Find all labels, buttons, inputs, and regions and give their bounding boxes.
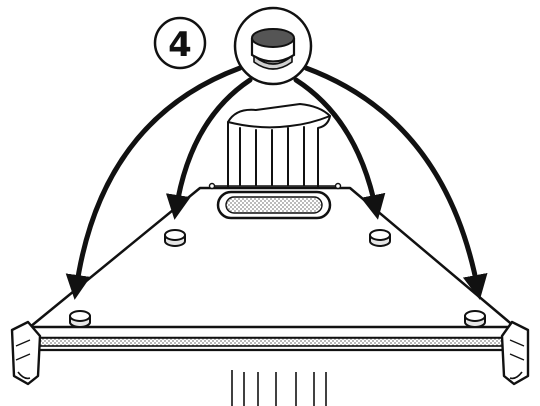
rubber-foot xyxy=(370,230,390,246)
rubber-foot xyxy=(165,230,185,246)
handle-slot xyxy=(218,192,330,218)
left-end-cap xyxy=(12,322,40,384)
step-badge: 4 xyxy=(155,18,205,68)
rubber-foot xyxy=(465,311,485,327)
front-rail xyxy=(30,327,518,350)
legs-below xyxy=(232,370,326,406)
right-end-cap xyxy=(502,322,528,384)
base-plate xyxy=(30,184,515,328)
rubber-foot xyxy=(70,311,90,327)
rubber-foot-callout xyxy=(235,8,311,84)
step-number: 4 xyxy=(168,25,192,65)
upright-post xyxy=(228,104,330,190)
